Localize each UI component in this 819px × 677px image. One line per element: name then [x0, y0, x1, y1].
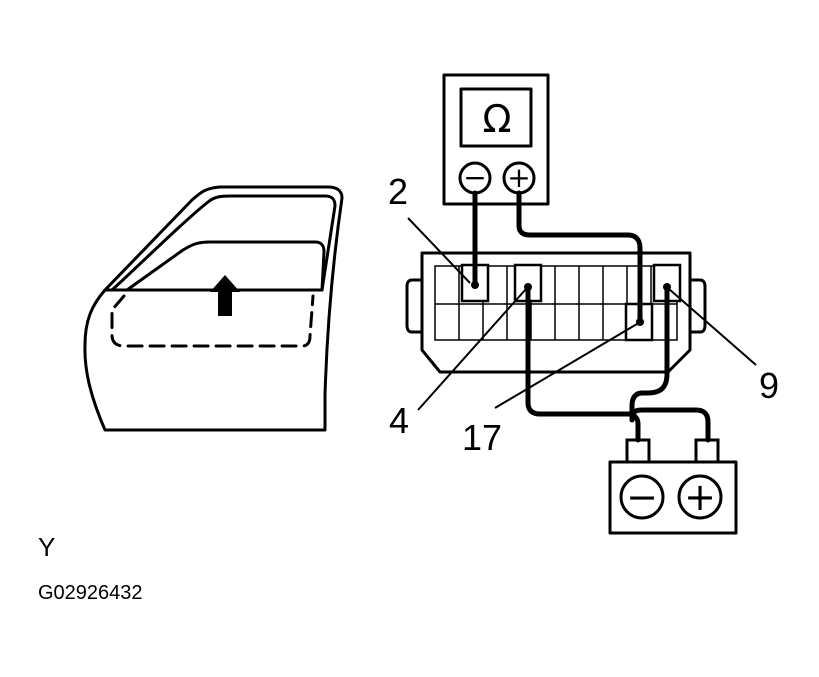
- leader-4: [417, 288, 527, 411]
- connector-right-latch: [688, 278, 707, 334]
- ohmmeter-body: [442, 73, 550, 206]
- leader-17: [494, 323, 638, 409]
- battery-negative-circle: [619, 474, 665, 520]
- wiring: [471, 190, 711, 443]
- battery-positive-post: [694, 438, 720, 464]
- up-arrow-icon: [210, 275, 240, 316]
- terminal-label-17: 17: [462, 417, 502, 458]
- connector-face: [434, 265, 678, 341]
- door-window-frame: [110, 194, 337, 292]
- terminal-label-2: 2: [388, 171, 408, 212]
- connector: [405, 251, 707, 374]
- leader-9: [668, 288, 757, 366]
- door-illustration: [83, 185, 344, 432]
- wire-meter-positive-to-pin-17: [516, 190, 643, 325]
- battery-negative-post: [625, 438, 651, 464]
- door-trim-outline: [110, 294, 315, 348]
- door-outline: [83, 185, 344, 432]
- leader-2: [407, 217, 471, 284]
- leader-lines: [407, 217, 757, 411]
- meter-minus-icon: −: [463, 161, 486, 194]
- battery-body: [608, 460, 738, 535]
- meter-plus-icon: +: [507, 161, 530, 194]
- battery: − +: [608, 438, 738, 535]
- battery-plus-icon: +: [684, 475, 716, 519]
- wire-pin-4-to-battery-negative: [525, 284, 641, 443]
- ohmmeter-display: [459, 87, 533, 148]
- door-window-glass: [125, 240, 326, 292]
- wire-pin-9-to-battery-positive: [629, 284, 711, 443]
- battery-minus-icon: −: [626, 475, 658, 519]
- ohmmeter: Ω − +: [442, 73, 550, 206]
- view-letter: Y: [38, 532, 56, 562]
- connector-left-latch: [405, 278, 424, 334]
- ohm-symbol-icon: Ω: [482, 97, 511, 141]
- battery-positive-circle: [677, 474, 723, 520]
- terminal-label-4: 4: [389, 400, 409, 441]
- figure-code: G02926432: [38, 582, 143, 604]
- terminal-label-9: 9: [759, 365, 779, 406]
